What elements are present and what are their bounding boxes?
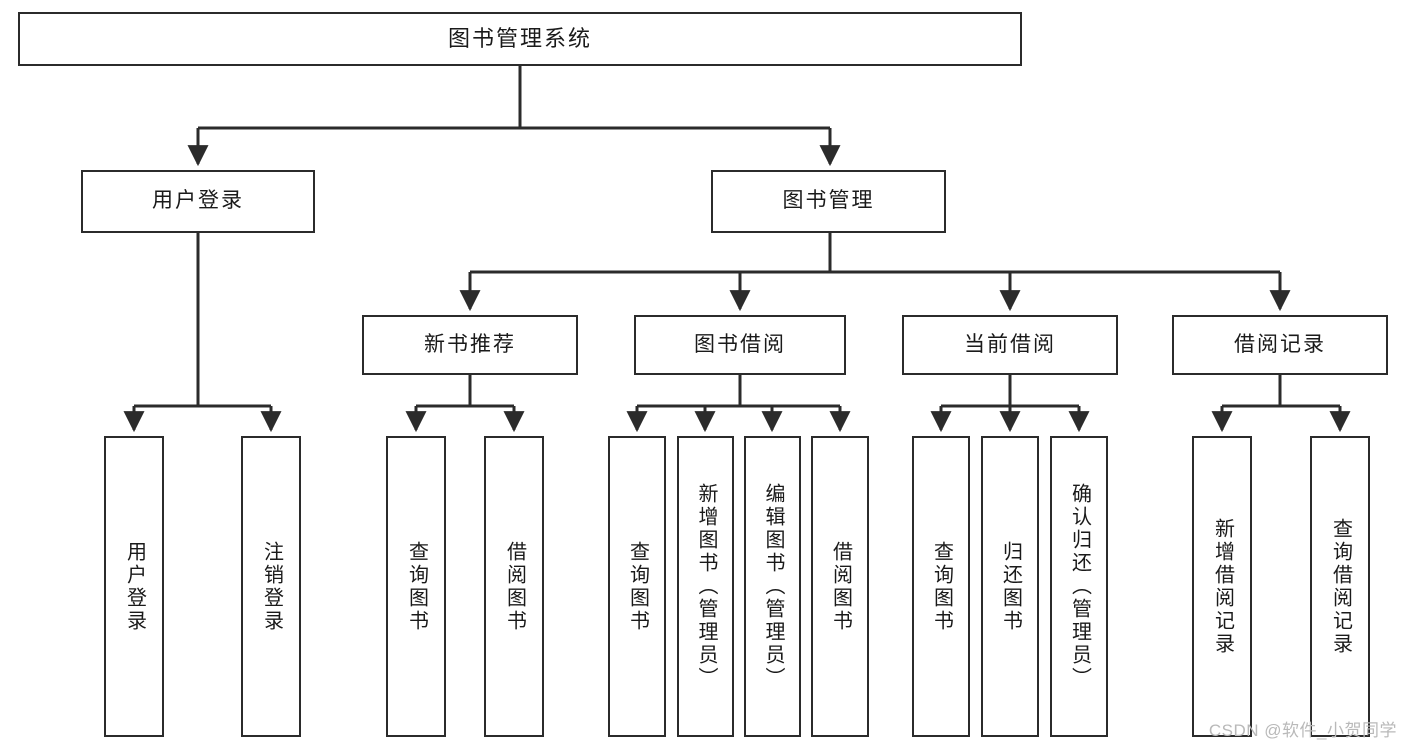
node-label: 查询图书	[930, 540, 953, 633]
node-label: 新书推荐	[424, 332, 516, 356]
leaf-book-borrow-edit[interactable]: 编辑图书（管理员）	[744, 436, 801, 737]
node-label: 确认归还（管理员）	[1068, 483, 1091, 690]
connectors-borrow-record-leaves	[1211, 375, 1351, 433]
node-label: 注销登录	[260, 540, 283, 633]
leaf-new-book-query[interactable]: 查询图书	[386, 436, 446, 737]
leaf-current-borrow-query[interactable]: 查询图书	[912, 436, 970, 737]
node-label: 查询图书	[405, 540, 428, 633]
leaf-current-borrow-confirm-return[interactable]: 确认归还（管理员）	[1050, 436, 1108, 737]
node-user-login[interactable]: 用户登录	[81, 170, 315, 233]
leaf-user-login-login[interactable]: 用户登录	[104, 436, 164, 737]
node-label: 查询借阅记录	[1329, 517, 1352, 656]
connectors-book-borrow-leaves	[626, 375, 851, 433]
watermark: CSDN @软件_小贺同学	[1208, 721, 1397, 740]
connectors-current-borrow-leaves	[930, 375, 1090, 433]
node-current-borrow[interactable]: 当前借阅	[902, 315, 1118, 375]
node-label: 用户登录	[123, 540, 146, 633]
leaf-borrow-record-query[interactable]: 查询借阅记录	[1310, 436, 1370, 737]
leaf-user-login-logout[interactable]: 注销登录	[241, 436, 301, 737]
node-label: 借阅图书	[503, 540, 526, 633]
node-root-book-management-system[interactable]: 图书管理系统	[18, 12, 1022, 66]
node-book-management[interactable]: 图书管理	[711, 170, 946, 233]
node-label: 当前借阅	[964, 332, 1056, 356]
node-label: 借阅图书	[829, 540, 852, 633]
node-label: 用户登录	[152, 189, 244, 213]
connectors-root	[187, 66, 841, 167]
leaf-book-borrow-add[interactable]: 新增图书（管理员）	[677, 436, 734, 737]
leaf-book-borrow-query[interactable]: 查询图书	[608, 436, 666, 737]
connectors-book-manage	[459, 233, 1291, 312]
node-label: 归还图书	[999, 540, 1022, 633]
node-label: 新增图书（管理员）	[695, 483, 717, 690]
node-label: 图书管理	[782, 189, 875, 213]
leaf-new-book-borrow[interactable]: 借阅图书	[484, 436, 544, 737]
node-label: 编辑图书（管理员）	[762, 483, 784, 690]
connectors-user-login-leaves	[123, 233, 282, 433]
node-book-borrow[interactable]: 图书借阅	[634, 315, 846, 375]
node-label: 图书借阅	[694, 332, 786, 356]
leaf-book-borrow-borrow[interactable]: 借阅图书	[811, 436, 869, 737]
leaf-borrow-record-add[interactable]: 新增借阅记录	[1192, 436, 1252, 737]
connectors-new-book-leaves	[405, 375, 525, 433]
node-label: 查询图书	[626, 540, 649, 633]
node-label: 图书管理系统	[447, 26, 592, 52]
node-borrow-record[interactable]: 借阅记录	[1172, 315, 1388, 375]
node-label: 新增借阅记录	[1211, 517, 1234, 656]
leaf-current-borrow-return[interactable]: 归还图书	[981, 436, 1039, 737]
node-new-book-recommend[interactable]: 新书推荐	[362, 315, 578, 375]
node-label: 借阅记录	[1234, 332, 1326, 356]
